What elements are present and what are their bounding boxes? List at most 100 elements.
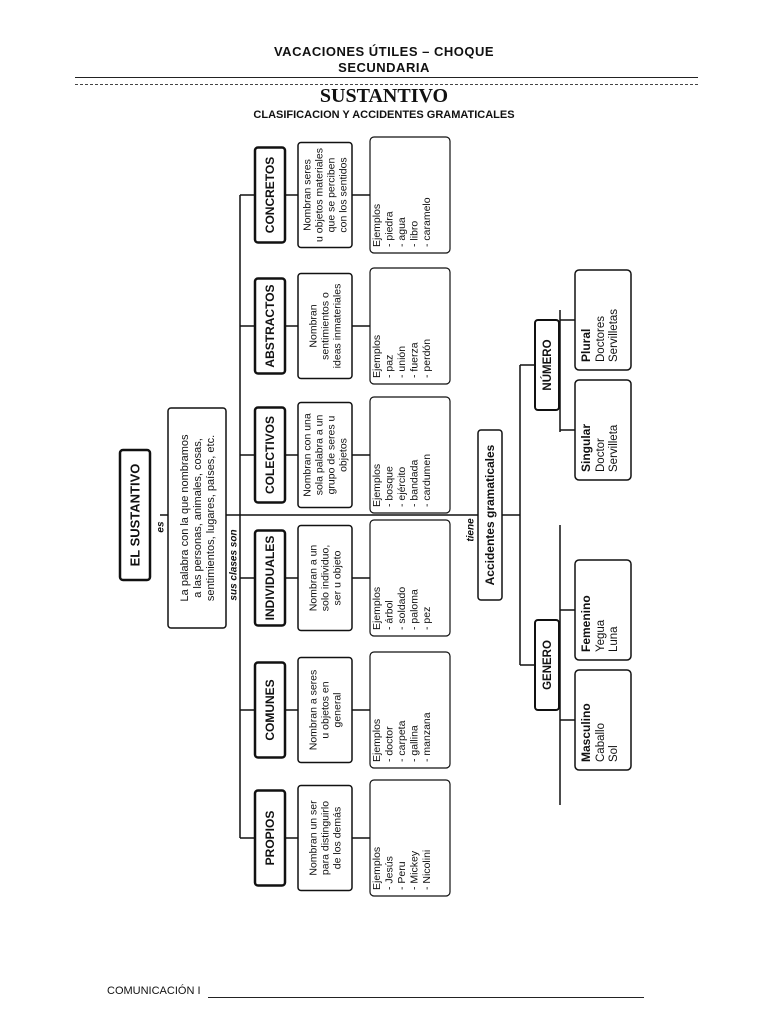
class-examples-individuales: Ejemplos- árbol- soldado- paloma- pez — [371, 587, 433, 630]
connector-tiene-line: tiene — [466, 518, 477, 542]
class-label-comunes-line: COMUNES — [263, 679, 277, 740]
example-item: - piedra — [384, 211, 396, 247]
connector-clases: sus clases son — [229, 529, 240, 600]
class-label-box-individuales — [253, 529, 287, 627]
accident-group-label-1-line: NÚMERO — [541, 339, 554, 390]
connector-es-line: es — [156, 521, 167, 533]
accident-group-box-0 — [534, 619, 560, 711]
class-examples-box-comunes — [369, 651, 451, 769]
class-label-box-concretos — [253, 146, 287, 244]
example-item: - unión — [396, 346, 408, 378]
class-desc-comunes-line: u objetos en — [320, 681, 332, 738]
class-examples-box-concretos — [369, 136, 451, 254]
class-desc-box-propios — [297, 784, 353, 892]
class-desc-concretos-line: Nombran seres — [302, 159, 314, 231]
accident-item-title: Masculino — [579, 703, 593, 762]
class-label-propios: PROPIOS — [263, 811, 277, 866]
header-line-2: SECUNDARIA — [338, 60, 430, 75]
example-item: Ejemplos — [371, 847, 383, 890]
class-desc-propios-line: para distinguirlo — [320, 801, 332, 875]
accident-item-box-1-1 — [574, 269, 632, 371]
example-item: - Jesús — [384, 856, 396, 890]
example-item: Ejemplos — [371, 335, 383, 378]
class-desc-comunes-line: Nombran a seres — [308, 670, 320, 751]
footer-line — [208, 997, 644, 998]
class-desc-abstractos-line: ideas inmateriales — [332, 284, 344, 369]
example-item: - Peru — [396, 861, 408, 890]
example-item: - Mickey — [409, 850, 421, 890]
class-label-abstractos: ABSTRACTOS — [263, 284, 277, 367]
accident-item-example: Sol — [608, 745, 620, 762]
class-desc-abstractos-line: sentimientos o — [320, 292, 332, 360]
class-desc-colectivos-line: sola palabra a un — [314, 415, 326, 496]
example-item: - árbol — [384, 600, 396, 630]
definition-box — [167, 407, 227, 629]
accident-item-example: Caballo — [595, 723, 607, 762]
class-label-abstractos-line: ABSTRACTOS — [263, 284, 277, 367]
connector-clases-line: sus clases son — [229, 529, 240, 600]
class-desc-colectivos-line: Nombran con una — [302, 413, 314, 497]
class-examples-propios: Ejemplos- Jesús- Peru- Mickey- Nicolini — [371, 847, 433, 890]
class-examples-box-propios — [369, 779, 451, 897]
accident-item-example: Yegua — [595, 619, 607, 652]
example-item: Ejemplos — [371, 719, 383, 762]
accident-item-example: Doctor — [595, 438, 607, 472]
example-item: - perdón — [421, 339, 433, 378]
definition-text-line: a las personas, animales, cosas, — [192, 438, 204, 598]
class-examples-concretos: Ejemplos- piedra- agua- libro- caramelo — [371, 197, 433, 247]
class-desc-individuales-line: Nombran a un — [308, 545, 320, 612]
class-label-box-colectivos — [253, 406, 287, 504]
header-dashed-rule — [75, 84, 698, 85]
example-item: Ejemplos — [371, 204, 383, 247]
class-label-individuales: INDIVIDUALES — [263, 536, 277, 621]
accidents-label: Accidentes gramaticales — [483, 444, 497, 585]
accident-group-label-0-line: GENERO — [542, 640, 554, 690]
class-desc-propios-line: de los demás — [332, 807, 344, 869]
page-subtitle: CLASIFICACION Y ACCIDENTES GRAMATICALES — [253, 109, 515, 121]
footer-label: COMUNICACIÓN I — [107, 985, 201, 997]
example-item: - paloma — [409, 589, 421, 630]
example-item: - bandada — [409, 460, 421, 507]
example-item: - pez — [421, 607, 433, 630]
example-item: - Nicolini — [421, 850, 433, 890]
class-desc-individuales-line: solo individuo, — [320, 545, 332, 612]
class-desc-abstractos-line: Nombran — [308, 304, 320, 347]
class-examples-box-individuales — [369, 519, 451, 637]
example-item: - ejército — [396, 467, 408, 507]
header-rule — [75, 77, 698, 78]
root-label: EL SUSTANTIVO — [128, 464, 143, 567]
example-item: - caramelo — [421, 197, 433, 247]
class-desc-box-comunes — [297, 656, 353, 764]
example-item: - soldado — [396, 587, 408, 630]
connector-tiene: tiene — [466, 518, 477, 542]
definition-text-line: La palabra con la que nombramos — [179, 434, 191, 601]
class-desc-concretos-line: con los sentidos — [338, 157, 350, 232]
accidents-box — [477, 429, 503, 601]
definition-text-line: sentimientos, lugares, países, etc. — [205, 435, 217, 601]
class-label-box-comunes — [253, 661, 287, 759]
class-desc-colectivos-line: objetos — [338, 438, 350, 472]
connector-lines — [160, 194, 575, 839]
example-item: - bosque — [384, 466, 396, 507]
example-item: Ejemplos — [371, 587, 383, 630]
class-label-concretos: CONCRETOS — [263, 157, 277, 233]
class-examples-box-colectivos — [369, 396, 451, 514]
accidents-label-line: Accidentes gramaticales — [483, 444, 497, 585]
class-desc-colectivos-line: grupo de seres u — [326, 415, 338, 494]
accident-item-box-0-1 — [574, 559, 632, 661]
class-desc-propios-line: Nombran un ser — [308, 800, 320, 876]
class-examples-box-abstractos — [369, 267, 451, 385]
accident-item-example: Servilletas — [608, 309, 620, 362]
accident-group-box-1 — [534, 319, 560, 411]
example-item: - libro — [409, 221, 421, 247]
class-examples-abstractos: Ejemplos- paz- unión- fuerza- perdón — [371, 335, 433, 378]
accident-item-title: Femenino — [579, 595, 593, 652]
class-examples-colectivos: Ejemplos- bosque- ejército- bandada- car… — [371, 454, 433, 507]
